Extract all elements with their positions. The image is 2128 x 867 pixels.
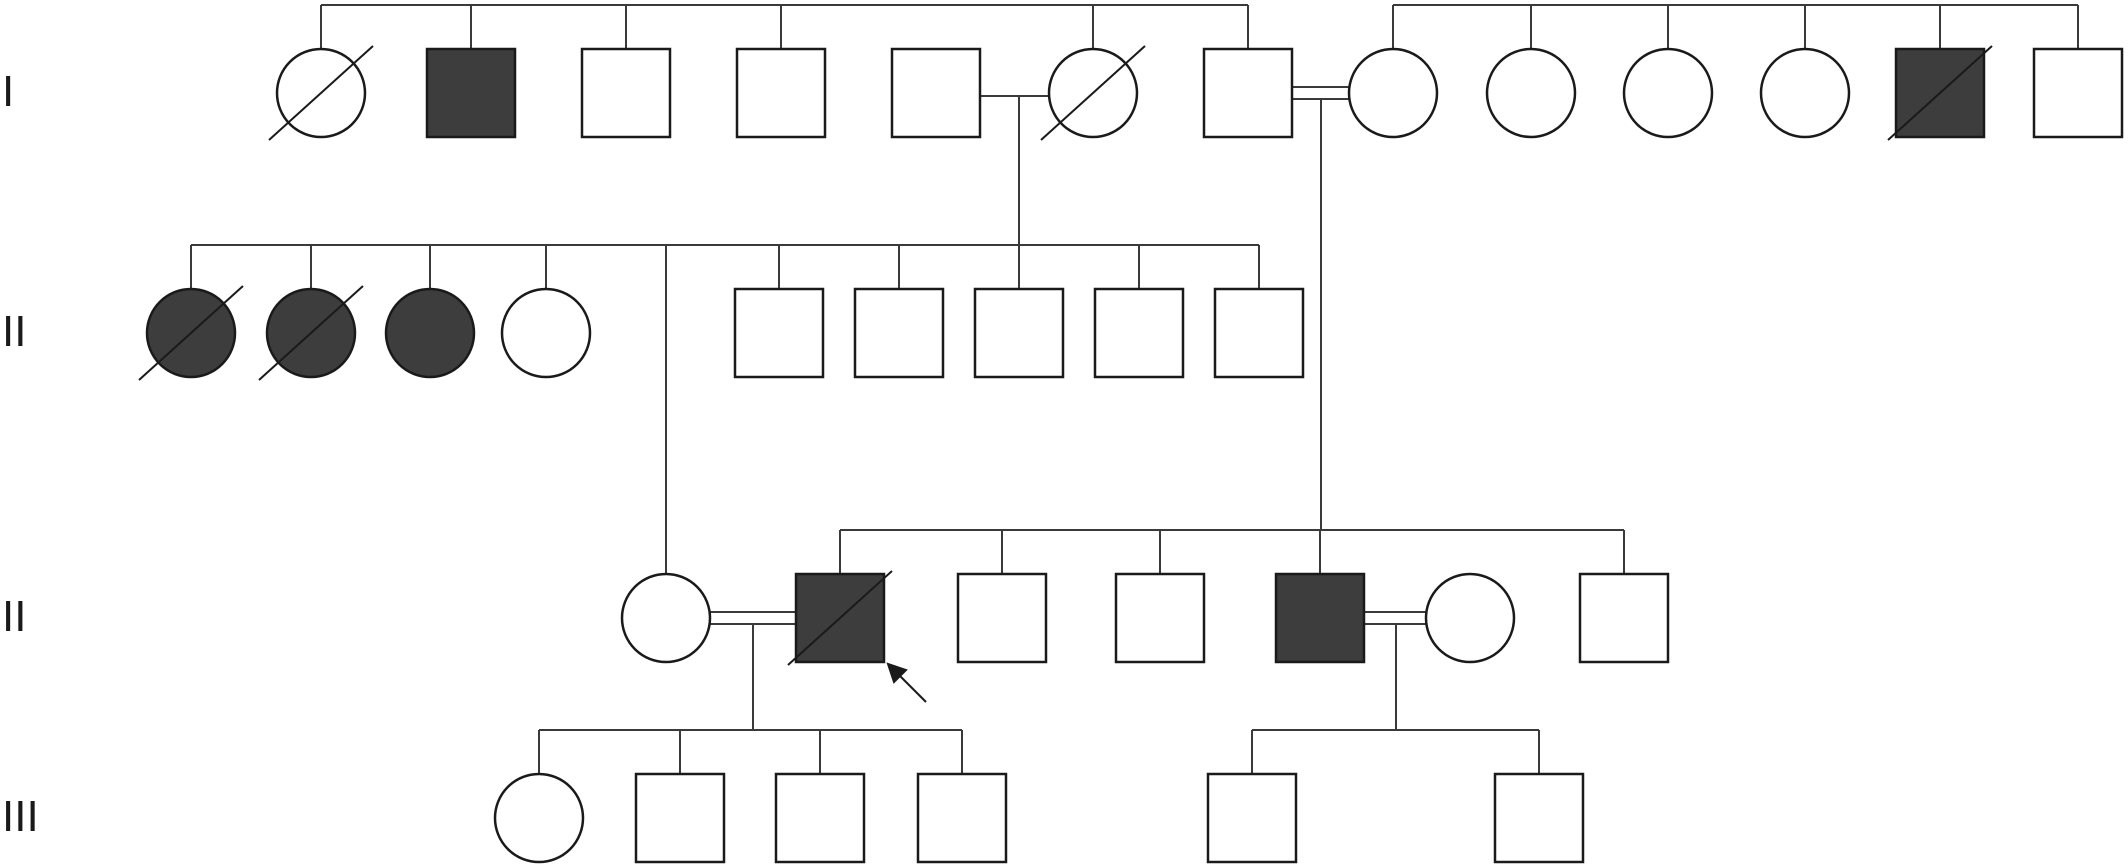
male-individual [1493,772,1585,864]
male-individual [853,287,945,379]
male-individual [1093,287,1185,379]
male-individual [916,772,1008,864]
deceased-slash [268,45,374,141]
generation-label-2: II [2,307,26,356]
generation-label-1: I [2,67,14,116]
male-individual [425,47,517,139]
female-individual [1759,47,1851,139]
individuals [138,45,2124,864]
female-individual [493,772,585,864]
connection-lines [190,4,2079,774]
male-individual [774,772,866,864]
male-individual [890,47,982,139]
female-individual [1485,47,1577,139]
female-individual [384,287,476,379]
male-individual [580,47,672,139]
female-individual [1424,572,1516,664]
male-individual [2032,47,2124,139]
deceased-slash [1040,45,1146,141]
generation-label-4: III [2,792,39,841]
female-individual [500,287,592,379]
female-individual [620,572,712,664]
male-individual [1202,47,1294,139]
male-individual [1114,572,1206,664]
male-individual [735,47,827,139]
male-individual [634,772,726,864]
female-individual [1347,47,1439,139]
generation-label-3: II [2,592,26,641]
male-individual [1578,572,1670,664]
female-individual [1622,47,1714,139]
male-individual [1274,572,1366,664]
male-individual [973,287,1065,379]
deceased-slash [1887,45,1993,141]
male-individual [956,572,1048,664]
male-individual [733,287,825,379]
proband-arrow [886,662,927,703]
deceased-slash [258,285,364,381]
male-individual [1213,287,1305,379]
deceased-slash [787,570,893,666]
deceased-slash [138,285,244,381]
male-individual [1206,772,1298,864]
